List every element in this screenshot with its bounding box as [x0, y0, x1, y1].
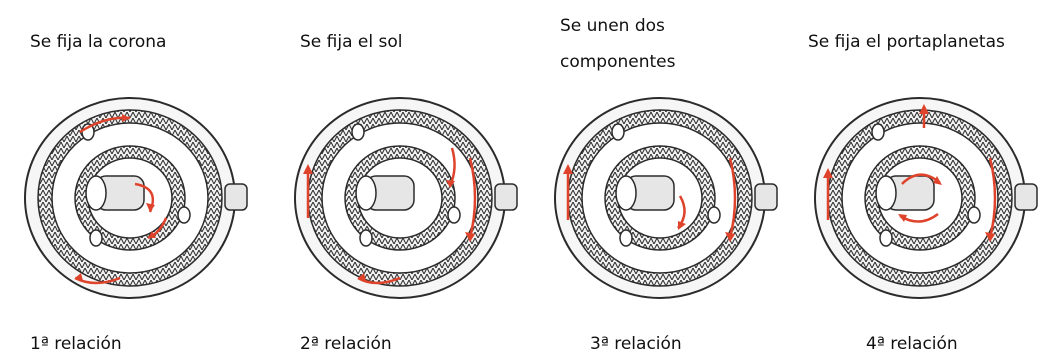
panel-2-bottom-label: 2ª relación: [300, 334, 392, 354]
planetary-gear-3-illustration: [540, 88, 790, 308]
planetary-gear-svg-4: [814, 97, 1038, 299]
panel-2-top-label: Se fija el sol: [300, 32, 403, 52]
panel-3-bottom-label: 3ª relación: [590, 334, 682, 354]
panel-4-bottom-label: 4ª relación: [866, 334, 958, 354]
planetary-gear-svg-3: [554, 97, 778, 299]
panel-3-top-label: Se unen dos componentes: [560, 16, 676, 72]
panel-4: Se fija el portaplanetas 4ª relació: [790, 0, 1048, 360]
panel-4-top-label: Se fija el portaplanetas: [808, 32, 1005, 52]
panel-1-top-label: Se fija la corona: [30, 32, 167, 52]
planetary-gear-1-illustration: [10, 88, 260, 308]
planetary-gear-4-illustration: [800, 88, 1048, 308]
planetary-gear-svg-1: [24, 97, 248, 299]
panel-1-bottom-label: 1ª relación: [30, 334, 122, 354]
panel-1: Se fija la corona: [0, 0, 262, 360]
panel-2: Se fija el sol 2ª relación: [270, 0, 532, 360]
planetary-gear-2-illustration: [280, 88, 530, 308]
panel-3: Se unen dos componentes 3ª relación: [530, 0, 792, 360]
planetary-gear-svg-2: [294, 97, 518, 299]
